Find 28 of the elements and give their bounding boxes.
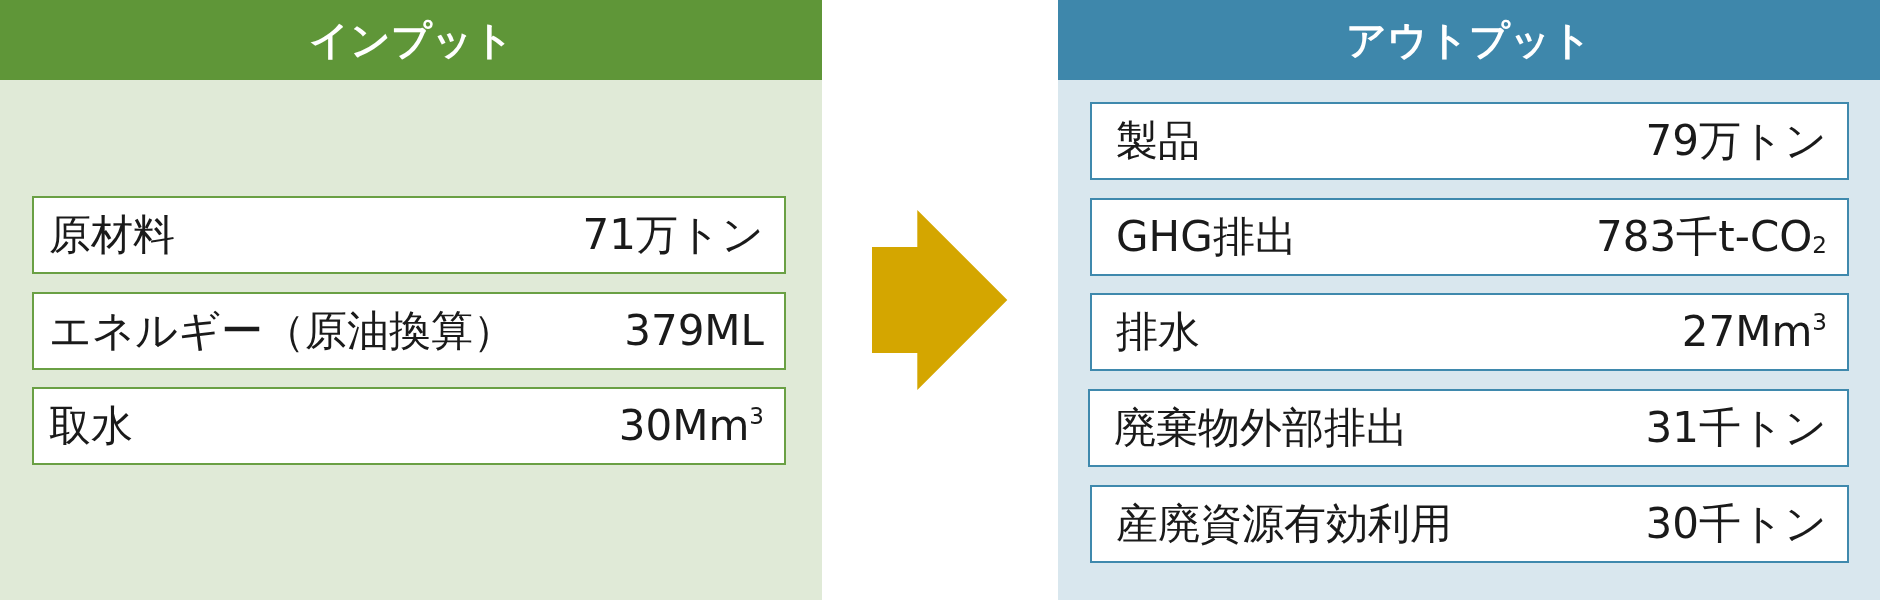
item-row	[1090, 293, 1849, 371]
output-panel	[1058, 0, 1880, 600]
item-row	[32, 196, 786, 274]
item-value: 79万トン	[1645, 115, 1827, 167]
item-row	[1090, 102, 1849, 180]
item-row	[1088, 389, 1849, 467]
item-value: 71万トン	[582, 209, 764, 261]
item-label: 産廃資源有効利用	[1116, 498, 1452, 550]
item-row	[32, 387, 786, 465]
item-value: 31千トン	[1645, 402, 1827, 454]
item-row	[1090, 485, 1849, 563]
item-value: 30Mm$^{3}$	[618, 400, 764, 452]
item-value: 30千トン	[1645, 498, 1827, 550]
item-value: 379ML	[624, 305, 764, 357]
item-row	[1090, 198, 1849, 276]
block-arrow	[872, 210, 1008, 390]
item-label: 製品	[1116, 115, 1200, 167]
item-label: 原材料	[49, 209, 175, 261]
item-label: エネルギー（原油換算）	[49, 305, 515, 357]
panel-header: アウトプット	[1058, 0, 1880, 80]
item-value: 27Mm$^{3}$	[1681, 306, 1827, 358]
item-row	[32, 292, 786, 370]
panel-header: インプット	[0, 0, 822, 80]
item-label: 廃棄物外部排出	[1114, 402, 1408, 454]
item-label: GHG排出	[1116, 211, 1297, 263]
input-panel	[0, 0, 822, 600]
item-label: 排水	[1116, 306, 1200, 358]
item-label: 取水	[49, 400, 133, 452]
